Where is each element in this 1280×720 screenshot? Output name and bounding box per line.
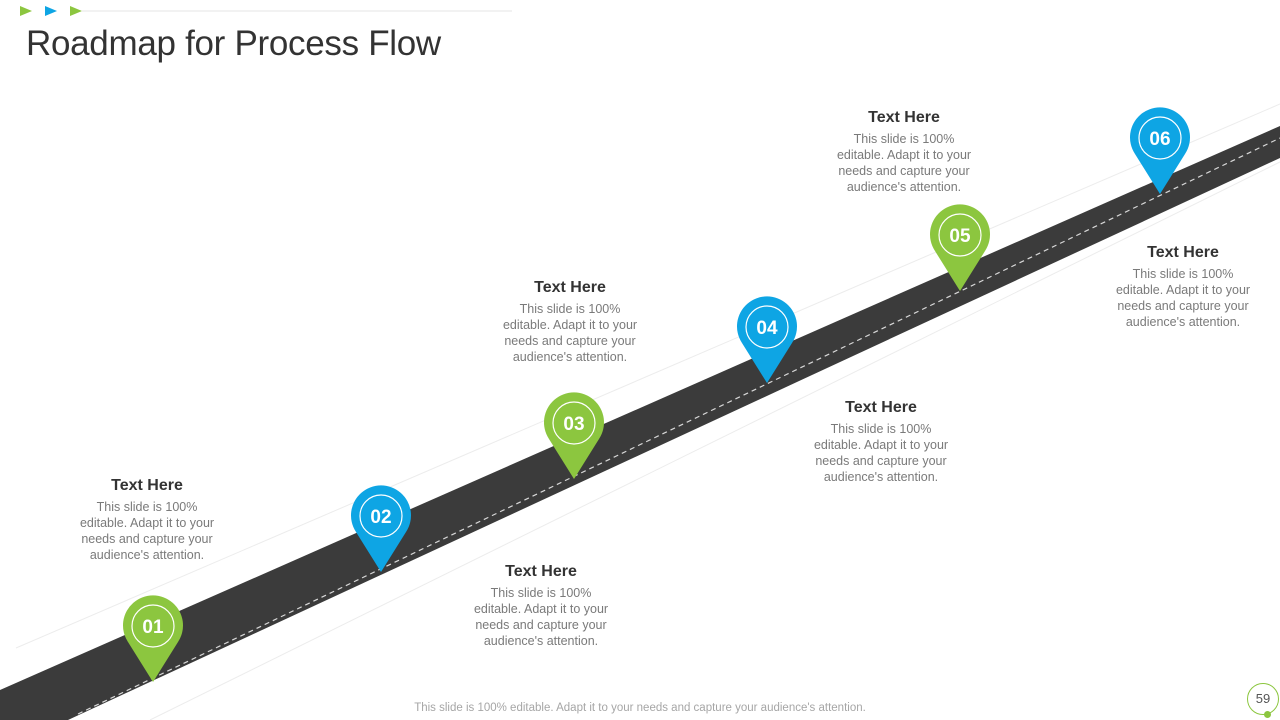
step-body-line: audience's attention. [483, 634, 599, 648]
step-text-3: Text Here This slide is 100% editable. A… [485, 278, 655, 365]
step-body: This slide is 100% editable. Adapt it to… [819, 131, 989, 195]
step-body-line: editable. Adapt it to your [1115, 283, 1251, 297]
step-text-5: Text Here This slide is 100% editable. A… [819, 108, 989, 195]
step-body: This slide is 100% editable. Adapt it to… [456, 585, 626, 649]
marker-ring [745, 305, 789, 349]
step-body-line: needs and capture your [475, 618, 607, 632]
step-body: This slide is 100% editable. Adapt it to… [62, 499, 232, 563]
step-heading: Text Here [845, 399, 917, 416]
step-body-line: editable. Adapt it to your [473, 602, 609, 616]
step-text-4: Text Here This slide is 100% editable. A… [796, 398, 966, 485]
step-marker-04: 04 [737, 296, 798, 383]
step-body-line: This slide is 100% [830, 422, 932, 436]
step-body-line: This slide is 100% [96, 500, 198, 514]
step-marker-01: 01 [123, 595, 184, 682]
step-body-line: This slide is 100% [853, 132, 955, 146]
step-body: This slide is 100% editable. Adapt it to… [1098, 266, 1268, 330]
step-body-line: audience's attention. [823, 470, 939, 484]
map-pin-icon [544, 392, 605, 479]
marker-ring [552, 401, 596, 445]
step-body-line: needs and capture your [815, 454, 947, 468]
marker-number: 03 [563, 414, 584, 435]
marker-ring [938, 213, 982, 257]
map-pin-icon [351, 485, 412, 572]
marker-number: 04 [756, 318, 778, 339]
play-arrow-icon [45, 6, 57, 16]
step-body-line: audience's attention. [1125, 315, 1241, 329]
play-arrow-icon [20, 6, 32, 16]
page-number: 59 [1247, 683, 1279, 715]
step-body-line: This slide is 100% [1132, 267, 1234, 281]
marker-number: 01 [142, 617, 164, 638]
page-number-dot [1264, 711, 1271, 718]
map-pin-icon [930, 204, 990, 291]
footer-note: This slide is 100% editable. Adapt it to… [414, 702, 866, 714]
map-pin-icon [737, 296, 798, 383]
step-text-2: Text Here This slide is 100% editable. A… [456, 562, 626, 649]
step-body-line: needs and capture your [838, 164, 970, 178]
marker-number: 06 [1149, 129, 1170, 150]
step-marker-03: 03 [544, 392, 605, 479]
map-pin-icon [123, 595, 184, 682]
marker-ring [1138, 116, 1182, 160]
step-body: This slide is 100% editable. Adapt it to… [485, 301, 655, 365]
page-title: Roadmap for Process Flow [26, 24, 441, 63]
step-body-line: editable. Adapt it to your [836, 148, 972, 162]
step-body-line: This slide is 100% [519, 302, 621, 316]
step-marker-06: 06 [1130, 107, 1190, 194]
step-marker-05: 05 [930, 204, 990, 291]
marker-ring [359, 494, 403, 538]
step-marker-02: 02 [351, 485, 412, 572]
road-edge-line [149, 161, 1280, 720]
step-body-line: editable. Adapt it to your [502, 318, 638, 332]
step-heading: Text Here [1147, 244, 1219, 261]
step-heading: Text Here [534, 279, 606, 296]
step-body-line: editable. Adapt it to your [813, 438, 949, 452]
marker-number: 02 [370, 507, 391, 528]
step-text-6: Text Here This slide is 100% editable. A… [1098, 243, 1268, 330]
step-text-1: Text Here This slide is 100% editable. A… [62, 476, 232, 563]
decorative-arrows [20, 6, 512, 16]
road-edge-line [15, 103, 1280, 649]
step-body-line: needs and capture your [1117, 299, 1249, 313]
step-body-line: This slide is 100% [490, 586, 592, 600]
step-body-line: needs and capture your [81, 532, 213, 546]
step-body-line: needs and capture your [504, 334, 636, 348]
step-body-line: audience's attention. [89, 548, 205, 562]
play-arrow-icon [70, 6, 82, 16]
step-body-line: audience's attention. [512, 350, 628, 364]
marker-ring [131, 604, 175, 648]
step-body-line: audience's attention. [846, 180, 962, 194]
road [0, 126, 1280, 720]
marker-number: 05 [949, 226, 971, 247]
step-body-line: editable. Adapt it to your [79, 516, 215, 530]
road-center-line [77, 137, 1280, 715]
step-heading: Text Here [868, 109, 940, 126]
map-pin-icon [1130, 107, 1190, 194]
step-heading: Text Here [505, 563, 577, 580]
step-heading: Text Here [111, 477, 183, 494]
step-body: This slide is 100% editable. Adapt it to… [796, 421, 966, 485]
